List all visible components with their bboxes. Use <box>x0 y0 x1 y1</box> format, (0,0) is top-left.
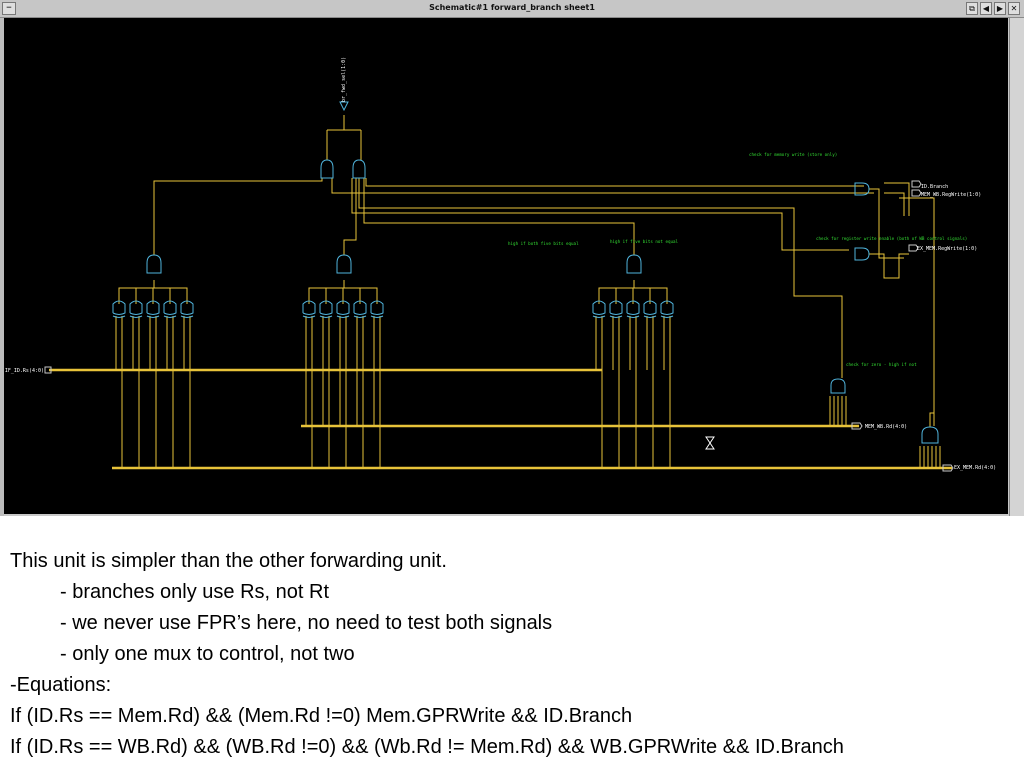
xor-gate <box>643 300 657 318</box>
wire-xor-out <box>343 280 378 304</box>
port-ex-mem-rd <box>942 464 954 472</box>
xor-gate <box>180 300 194 318</box>
wire-group1-to-top <box>153 178 323 255</box>
wire-ex-mem-regwrite <box>869 253 909 279</box>
wire-group2-to-top <box>343 178 357 255</box>
xor-gate <box>129 300 143 318</box>
and5-gate <box>626 254 642 274</box>
wire-xor-out <box>153 280 188 304</box>
signal-label-id-branch: ID.Branch <box>921 184 948 190</box>
note-register-write: check for register write enable (both of… <box>816 236 967 241</box>
wires <box>115 115 941 468</box>
note-zero-check: check for zero - high if not <box>846 362 917 367</box>
notes-point-3: - only one mux to control, not two <box>60 643 355 665</box>
title-bar[interactable]: − Schematic#1 forward_branch sheet1 ⧉ ◀ … <box>0 0 1024 18</box>
and-gate-id-branch <box>854 182 870 196</box>
window-controls: ⧉ ◀ ▶ ✕ <box>966 2 1020 15</box>
signal-label-mem-wb-rd: MEM_WB.Rd(4:0) <box>865 424 907 430</box>
xor-gate <box>353 300 367 318</box>
xor-gate <box>626 300 640 318</box>
hourglass-icon <box>705 436 715 450</box>
wire-xor-out <box>633 280 668 304</box>
wire-group3-to-top <box>363 178 635 255</box>
notes-point-2: - we never use FPR’s here, no need to te… <box>60 612 553 634</box>
and-gate-top-right <box>352 159 366 179</box>
wire-id-branch <box>884 182 910 216</box>
and5-gate <box>146 254 162 274</box>
wire-xor-out <box>615 280 635 304</box>
vertical-scrollbar[interactable] <box>1009 18 1024 516</box>
or-gate-zero-ex <box>921 426 939 444</box>
port-ex-mem-regwrite <box>908 244 919 252</box>
wire-right-vertical <box>899 197 935 426</box>
xor-gate <box>112 300 126 318</box>
slide-notes: This unit is simpler than the other forw… <box>10 546 1010 763</box>
notes-equation-2: If (ID.Rs == WB.Rd) && (WB.Rd !=0) && (W… <box>10 736 844 758</box>
wire-branch-and-2 <box>365 178 864 187</box>
and-gate-regwrite <box>854 247 870 261</box>
and-gate-top-left <box>320 159 334 179</box>
wire-xor-out <box>153 280 171 304</box>
wire-zero-check-1 <box>358 178 843 378</box>
window-left-border <box>0 18 4 516</box>
port-mem-wb-regwrite <box>911 189 922 197</box>
wire-xor-out <box>325 280 345 304</box>
note-both-five-bits: high if both five bits equal <box>508 241 579 246</box>
wire-xor-out <box>343 280 361 304</box>
wire-zero-ex-out <box>929 412 934 427</box>
xor-gate <box>609 300 623 318</box>
notes-equations-heading: -Equations: <box>10 674 112 696</box>
wire-top-split <box>326 129 362 160</box>
wire-regwrite-1 <box>351 178 849 251</box>
xor-gate <box>370 300 384 318</box>
restore-icon[interactable]: ⧉ <box>966 2 978 15</box>
signal-label-top-output: br_fwd_sel(1:0) <box>341 57 347 102</box>
back-arrow-icon[interactable]: ◀ <box>980 2 992 15</box>
output-port-shape <box>339 101 349 112</box>
forward-arrow-icon[interactable]: ▶ <box>994 2 1006 15</box>
signal-label-mem-wb-regwrite: MEM_WB.RegWrite(1:0) <box>921 192 981 198</box>
buses <box>49 368 952 470</box>
and5-gate <box>336 254 352 274</box>
window-title: Schematic#1 forward_branch sheet1 <box>429 3 595 12</box>
port-mem-wb-rd <box>851 422 863 430</box>
xor-gate <box>163 300 177 318</box>
xor-gate <box>146 300 160 318</box>
ports <box>44 180 954 472</box>
gates <box>112 101 939 444</box>
xor-gate <box>319 300 333 318</box>
notes-intro: This unit is simpler than the other forw… <box>10 550 447 572</box>
xor-gate <box>302 300 316 318</box>
notes-equation-1: If (ID.Rs == Mem.Rd) && (Mem.Rd !=0) Mem… <box>10 705 633 727</box>
or-gate-zero-mem <box>830 378 846 394</box>
note-memory-write: check for memory write (store only) <box>749 152 837 157</box>
wire-and-out-1 <box>869 188 904 259</box>
system-menu-button[interactable]: − <box>2 2 16 15</box>
schematic-window: − Schematic#1 forward_branch sheet1 ⧉ ◀ … <box>0 0 1024 516</box>
signal-label-ex-mem-regwrite: EX_MEM.RegWrite(1:0) <box>917 246 977 252</box>
wire-xor-out <box>633 280 651 304</box>
port-input-rs <box>44 366 52 374</box>
wire-xor-out <box>135 280 155 304</box>
wire-mem-wb-regwrite <box>884 192 905 216</box>
schematic-canvas[interactable]: br_fwd_sel(1:0) IF_ID.Rs(4:0) ID.Branch … <box>4 18 1008 514</box>
xor-gate <box>336 300 350 318</box>
xor-gate <box>592 300 606 318</box>
signal-label-ex-mem-rd: EX_MEM.Rd(4:0) <box>954 465 996 471</box>
close-icon[interactable]: ✕ <box>1008 2 1020 15</box>
note-high-five-bits: high if five bits not equal <box>610 239 679 244</box>
notes-point-1: - branches only use Rs, not Rt <box>60 581 330 603</box>
port-id-branch <box>911 180 922 188</box>
schematic-drawing[interactable]: br_fwd_sel(1:0) IF_ID.Rs(4:0) ID.Branch … <box>4 18 1008 514</box>
wire-branch-and <box>331 178 874 194</box>
signal-label-input-rs: IF_ID.Rs(4:0) <box>5 368 44 374</box>
xor-gate <box>660 300 674 318</box>
